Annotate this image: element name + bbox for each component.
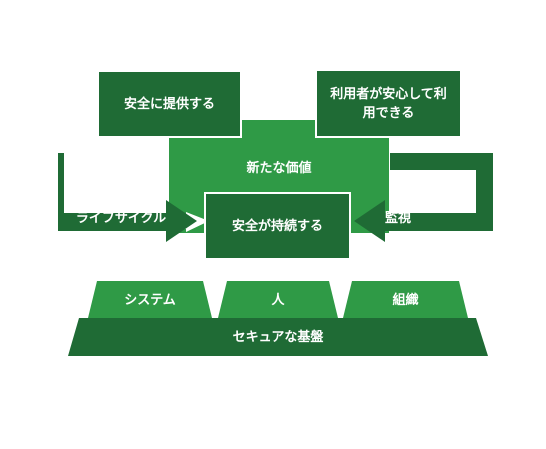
user-safety-box bbox=[315, 69, 462, 138]
pillar-people-label: 人 bbox=[271, 292, 285, 308]
foundation-label: セキュアな基盤 bbox=[232, 329, 324, 345]
secure-foundation bbox=[68, 318, 488, 356]
user-safety-label: 利用者が安心して利用できる bbox=[330, 86, 447, 121]
monitoring-loop-arrow bbox=[354, 153, 493, 242]
new-value-label: 新たな価値 bbox=[246, 160, 312, 176]
pillar-organization-label: 組織 bbox=[392, 292, 419, 308]
pillar-organization bbox=[343, 281, 468, 318]
sustain-safety-box bbox=[204, 192, 351, 260]
lifecycle-label: ライフサイクル bbox=[75, 210, 167, 226]
lifecycle-loop-inner bbox=[80, 165, 166, 205]
pillar-people bbox=[218, 281, 338, 318]
monitoring-label: 監視 bbox=[384, 210, 411, 226]
provide-safety-label: 安全に提供する bbox=[123, 96, 215, 112]
provide-safety-box bbox=[97, 70, 242, 138]
pillar-system-label: システム bbox=[124, 292, 176, 308]
pillar-system bbox=[88, 281, 212, 318]
sustain-safety-label: 安全が持続する bbox=[231, 218, 323, 234]
lifecycle-loop-arrow-body bbox=[58, 153, 197, 242]
